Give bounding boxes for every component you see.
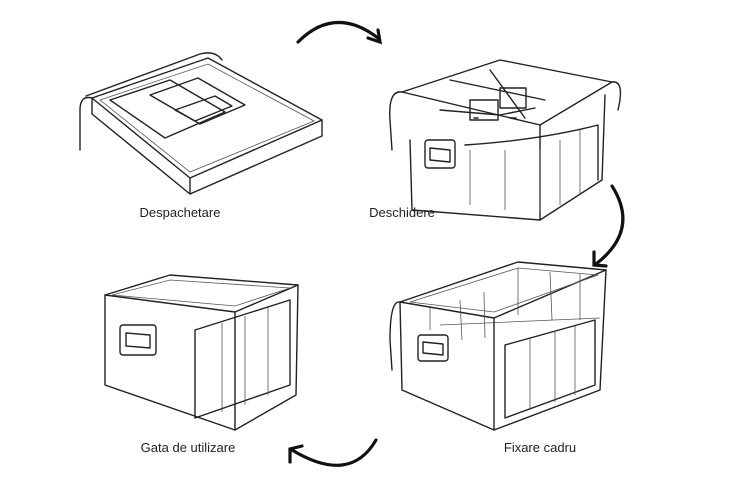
step-label-fix-frame: Fixare cadru <box>503 440 577 455</box>
arrow-step2-to-step3 <box>592 184 625 268</box>
arrow-step3-to-step4 <box>288 438 378 467</box>
opening-box-illustration <box>389 59 622 221</box>
step-label-open: Deschidere <box>369 205 435 220</box>
step-label-unpack: Despachetare <box>139 205 221 220</box>
arrow-step1-to-step2 <box>296 20 383 45</box>
frame-box-illustration <box>389 261 607 431</box>
closed-box-illustration <box>104 274 299 431</box>
flat-box-illustration <box>79 52 323 195</box>
step-label-ready: Gata de utilizare <box>140 440 236 455</box>
